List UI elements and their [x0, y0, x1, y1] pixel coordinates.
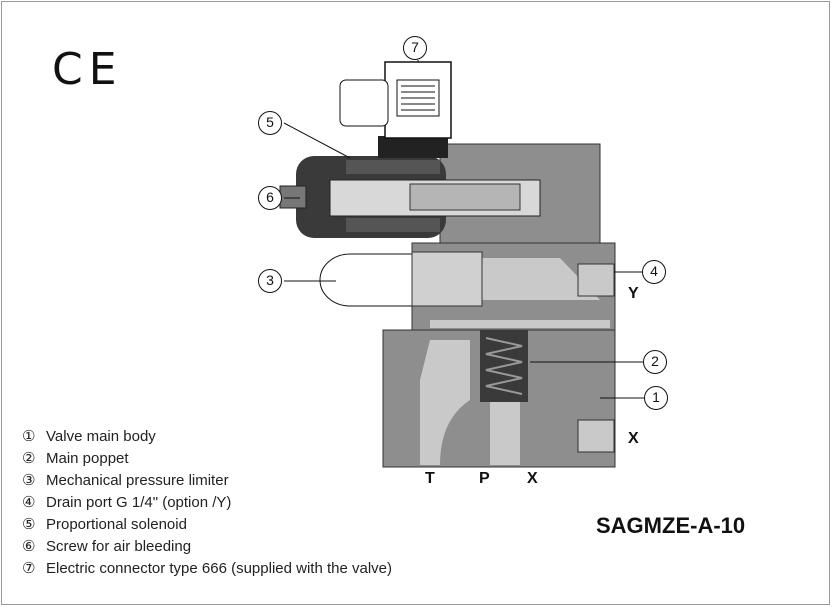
legend-item: ③ Mechanical pressure limiter — [22, 469, 392, 491]
legend-label: Valve main body — [46, 428, 156, 445]
bleed-screw — [279, 185, 307, 209]
callout-5: 5 — [258, 111, 282, 135]
port-label-t: T — [425, 470, 435, 487]
legend-label: Electric connector type 666 (supplied wi… — [46, 560, 393, 577]
coil-winding-bottom — [346, 218, 440, 232]
legend-item: ① Valve main body — [22, 425, 392, 447]
legend-number: ② — [22, 449, 36, 467]
legend-number: ⑤ — [22, 515, 36, 533]
legend-item: ② Main poppet — [22, 447, 392, 469]
legend-item: ④ Drain port G 1/4" (option /Y) — [22, 491, 392, 513]
legend-label: Mechanical pressure limiter — [46, 472, 229, 489]
port-label-x-side: X — [628, 430, 639, 447]
legend-number: ⑥ — [22, 537, 36, 555]
legend-number: ④ — [22, 493, 36, 511]
connector-base — [378, 136, 448, 158]
callout-4: 4 — [642, 260, 666, 284]
t-channel — [420, 340, 470, 465]
poppet-spring — [485, 337, 523, 395]
callout-3: 3 — [258, 269, 282, 293]
callout-2: 2 — [643, 350, 667, 374]
legend-label: Screw for air bleeding — [46, 538, 192, 555]
callout-1: 1 — [644, 386, 668, 410]
legend-list: ① Valve main body ② Main poppet ③ Mechanica… — [22, 425, 392, 579]
pressure-limiter-cap — [319, 253, 413, 307]
port-label-x-bottom: X — [527, 470, 538, 487]
pilot-spool — [409, 183, 521, 211]
drain-port-y — [577, 263, 615, 297]
callout-6: 6 — [258, 186, 282, 210]
coil-winding-top — [346, 160, 440, 174]
p-channel — [490, 402, 520, 465]
model-code: SAGMZE-A-10 — [596, 513, 746, 538]
pressure-limiter-body — [411, 251, 483, 307]
cable-gland — [339, 79, 389, 127]
port-label-y: Y — [628, 285, 639, 302]
legend-label: Drain port G 1/4" (option /Y) — [46, 494, 232, 511]
legend-label: Proportional solenoid — [46, 516, 187, 533]
callout-leader-lines — [283, 60, 654, 399]
legend-number: ⑦ — [22, 559, 36, 577]
callout-7: 7 — [403, 36, 427, 60]
connector-plate — [396, 79, 440, 117]
drain-port-x — [577, 419, 615, 453]
cross-passage — [430, 320, 610, 328]
ce-mark: CE — [52, 44, 123, 95]
legend-item: ⑦ Electric connector type 666 (supplied w… — [22, 557, 392, 579]
legend-number: ③ — [22, 471, 36, 489]
legend-item: ⑤ Proportional solenoid — [22, 513, 392, 535]
legend-number: ① — [22, 427, 36, 445]
electric-connector — [384, 61, 452, 139]
legend-label: Main poppet — [46, 450, 129, 467]
legend-item: ⑥ Screw for air bleeding — [22, 535, 392, 557]
port-label-p: P — [479, 470, 490, 487]
connector-lines — [401, 85, 435, 111]
